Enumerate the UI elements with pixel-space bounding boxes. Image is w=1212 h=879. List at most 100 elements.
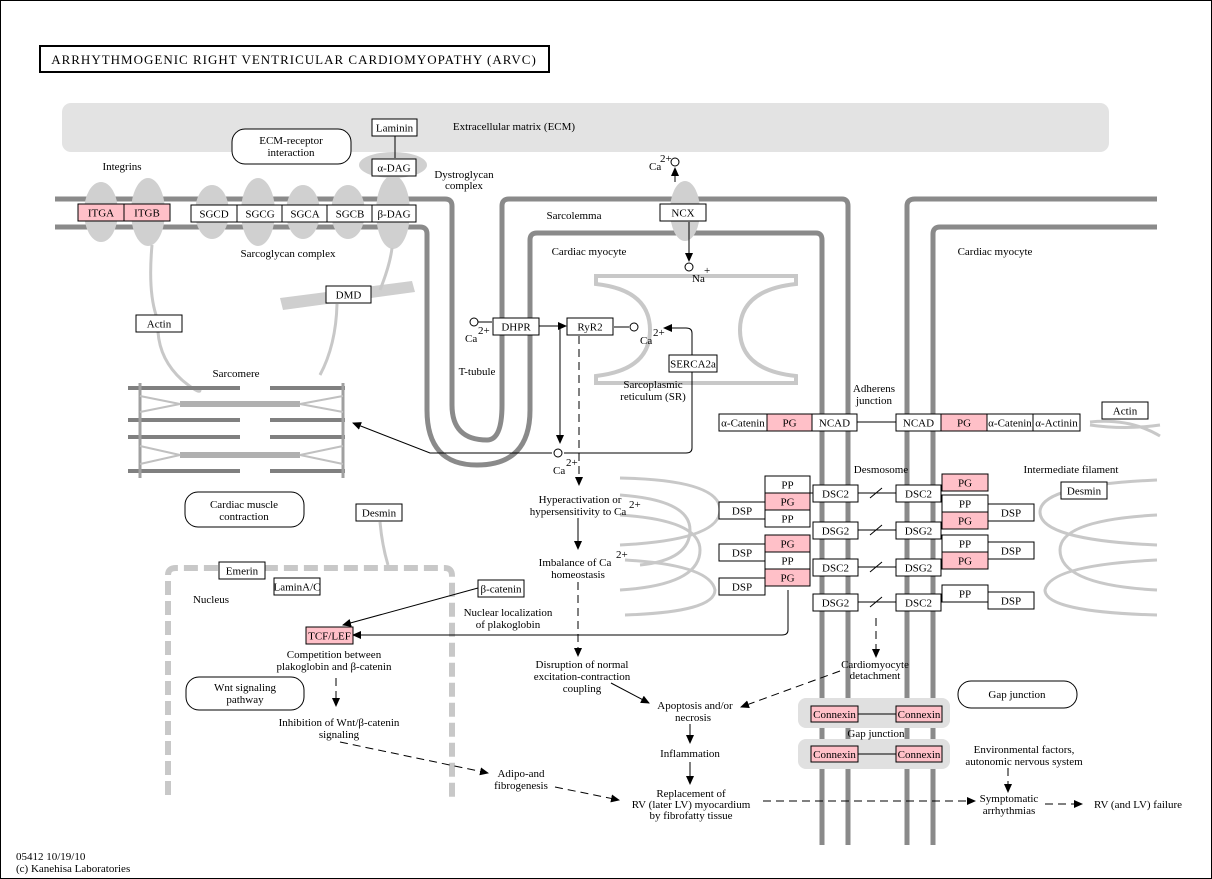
cardiac-myocyte-right-label: Cardiac myocyte <box>958 246 1033 258</box>
gene-label: PG <box>958 556 972 568</box>
gene-label: SGCB <box>336 209 365 221</box>
imbalance-event: Imbalance of Ca 2+ homeostasis <box>539 549 628 581</box>
gene-serca[interactable]: SERCA2a <box>668 354 718 373</box>
gene-connexin-2l[interactable]: Connexin <box>810 745 859 763</box>
gene-label: DSP <box>1001 596 1021 608</box>
cardiac-muscle-contraction-pathway[interactable]: Cardiac muscle contraction <box>184 491 305 528</box>
gene-label: α-Catenin <box>721 418 765 430</box>
svg-text:Disruption of normal: Disruption of normal <box>536 659 629 671</box>
sarcoglycan-label: Sarcoglycan complex <box>241 248 336 260</box>
gene-pp-l1[interactable]: PP <box>764 475 811 494</box>
gene-pg-aj-right[interactable]: PG <box>940 413 988 432</box>
gene-pp-r1[interactable]: PP <box>941 494 989 513</box>
svg-text:by fibrofatty tissue: by fibrofatty tissue <box>649 810 732 822</box>
gene-dsp-r1[interactable]: DSP <box>987 503 1035 522</box>
ca-ion-ryr-label: Ca <box>640 335 652 347</box>
gene-ryr2[interactable]: RyR2 <box>566 317 614 336</box>
gene-bdag[interactable]: β-DAG <box>371 204 417 223</box>
gene-box <box>987 591 1035 610</box>
hyperactivation-event: Hyperactivation or hypersensitivity to C… <box>530 494 641 518</box>
sarcolemma-inner <box>55 224 825 845</box>
gene-dsc2-r4[interactable]: DSC2 <box>895 593 942 612</box>
gene-pp-l2[interactable]: PP <box>764 509 811 528</box>
gene-desmin-left[interactable]: Desmin <box>355 503 403 522</box>
gene-lamin[interactable]: LaminA/C <box>273 577 321 596</box>
gene-box <box>305 626 354 645</box>
footer-copyright: (c) Kanehisa Laboratories <box>16 863 130 875</box>
svg-text:coupling: coupling <box>563 683 602 695</box>
gene-label: DSP <box>732 506 752 518</box>
gene-itgb[interactable]: ITGB <box>123 203 171 222</box>
gene-dsp-r3[interactable]: DSP <box>987 591 1035 610</box>
ecm-receptor-pathway[interactable]: ECM-receptor interaction <box>231 128 352 165</box>
gene-dsp-l2[interactable]: DSP <box>718 543 766 562</box>
gene-pg-l1[interactable]: PG <box>764 492 811 511</box>
ca-ion-label: Ca <box>649 161 661 173</box>
gene-dsc2-l1[interactable]: DSC2 <box>812 484 859 503</box>
gene-sgcg[interactable]: SGCG <box>236 204 284 223</box>
gene-actin-left[interactable]: Actin <box>135 314 183 333</box>
gene-sgca[interactable]: SGCA <box>281 204 329 223</box>
gene-pp-r2[interactable]: PP <box>941 534 989 553</box>
gene-acatenin-left[interactable]: α-Catenin <box>718 413 768 432</box>
gene-bcatenin[interactable]: β-catenin <box>477 579 525 598</box>
gene-pg-l3[interactable]: PG <box>764 568 811 587</box>
gene-pg-l2[interactable]: PG <box>764 534 811 553</box>
gene-dmd[interactable]: DMD <box>325 285 372 304</box>
gene-dsg2-r2[interactable]: DSG2 <box>895 521 942 540</box>
gene-dsp-l3[interactable]: DSP <box>718 577 766 596</box>
gene-itga[interactable]: ITGA <box>77 203 125 222</box>
gene-emerin[interactable]: Emerin <box>218 561 266 580</box>
gene-dsc2-l3[interactable]: DSC2 <box>812 558 859 577</box>
gene-acatenin-right[interactable]: α-Catenin <box>986 413 1034 432</box>
gene-label: DSC2 <box>822 563 849 575</box>
gene-actin-right[interactable]: Actin <box>1101 401 1149 420</box>
gene-label: DSC2 <box>905 489 932 501</box>
gene-label: PG <box>958 478 972 490</box>
gene-dsp-r2[interactable]: DSP <box>987 541 1035 560</box>
gene-desmin-right[interactable]: Desmin <box>1060 481 1108 500</box>
gene-ncad-left[interactable]: NCAD <box>811 413 858 432</box>
gene-pp-r3[interactable]: PP <box>941 584 989 603</box>
gene-label: DSP <box>1001 546 1021 558</box>
gene-dsg2-l2[interactable]: DSG2 <box>812 521 859 540</box>
gene-ncad-right[interactable]: NCAD <box>895 413 942 432</box>
gene-label: RyR2 <box>577 322 602 334</box>
sarcomere <box>128 383 345 478</box>
gene-pg-r3[interactable]: PG <box>941 551 989 570</box>
gene-dsp-l1[interactable]: DSP <box>718 501 766 520</box>
svg-text:Adipo-and: Adipo-and <box>497 768 545 780</box>
gene-sgcd[interactable]: SGCD <box>190 204 238 223</box>
gap-junction-pathway[interactable]: Gap junction <box>957 680 1078 709</box>
page-title: ARRHYTHMOGENIC RIGHT VENTRICULAR CARDIOM… <box>51 52 537 67</box>
gene-sgcb[interactable]: SGCB <box>326 204 374 223</box>
gene-pg-r1[interactable]: PG <box>941 473 989 492</box>
gene-label: Connexin <box>898 749 941 761</box>
desmosome-label: Desmosome <box>854 464 909 476</box>
gene-laminin[interactable]: Laminin <box>371 118 418 137</box>
gene-dsg2-l4[interactable]: DSG2 <box>812 593 859 612</box>
gene-box <box>371 158 417 177</box>
gene-label: PG <box>958 516 972 528</box>
gene-aactinin[interactable]: α-Actinin <box>1032 413 1081 432</box>
gene-connexin-1l[interactable]: Connexin <box>810 705 859 723</box>
gene-box <box>812 521 859 540</box>
wnt-signaling-pathway[interactable]: Wnt signaling pathway <box>185 676 305 711</box>
gene-box <box>355 503 403 522</box>
gene-ncx[interactable]: NCX <box>659 203 707 222</box>
gene-dhpr[interactable]: DHPR <box>492 317 540 336</box>
gene-pg-aj-left[interactable]: PG <box>766 413 813 432</box>
gene-pg-r2[interactable]: PG <box>941 511 989 530</box>
gene-adag[interactable]: α-DAG <box>371 158 417 177</box>
gene-dsc2-r1[interactable]: DSC2 <box>895 484 942 503</box>
gene-pp-l3[interactable]: PP <box>764 551 811 570</box>
disruption-event: Disruption of normal excitation-contract… <box>534 659 631 695</box>
gene-connexin-1r[interactable]: Connexin <box>895 705 943 723</box>
gene-box <box>477 579 525 598</box>
gene-dsg2-r3[interactable]: DSG2 <box>895 558 942 577</box>
gene-connexin-2r[interactable]: Connexin <box>895 745 943 763</box>
gene-tcf[interactable]: TCF/LEF <box>305 626 354 645</box>
svg-text:2+: 2+ <box>566 457 578 469</box>
gene-label: Laminin <box>376 123 414 135</box>
gene-label: PP <box>781 480 793 492</box>
